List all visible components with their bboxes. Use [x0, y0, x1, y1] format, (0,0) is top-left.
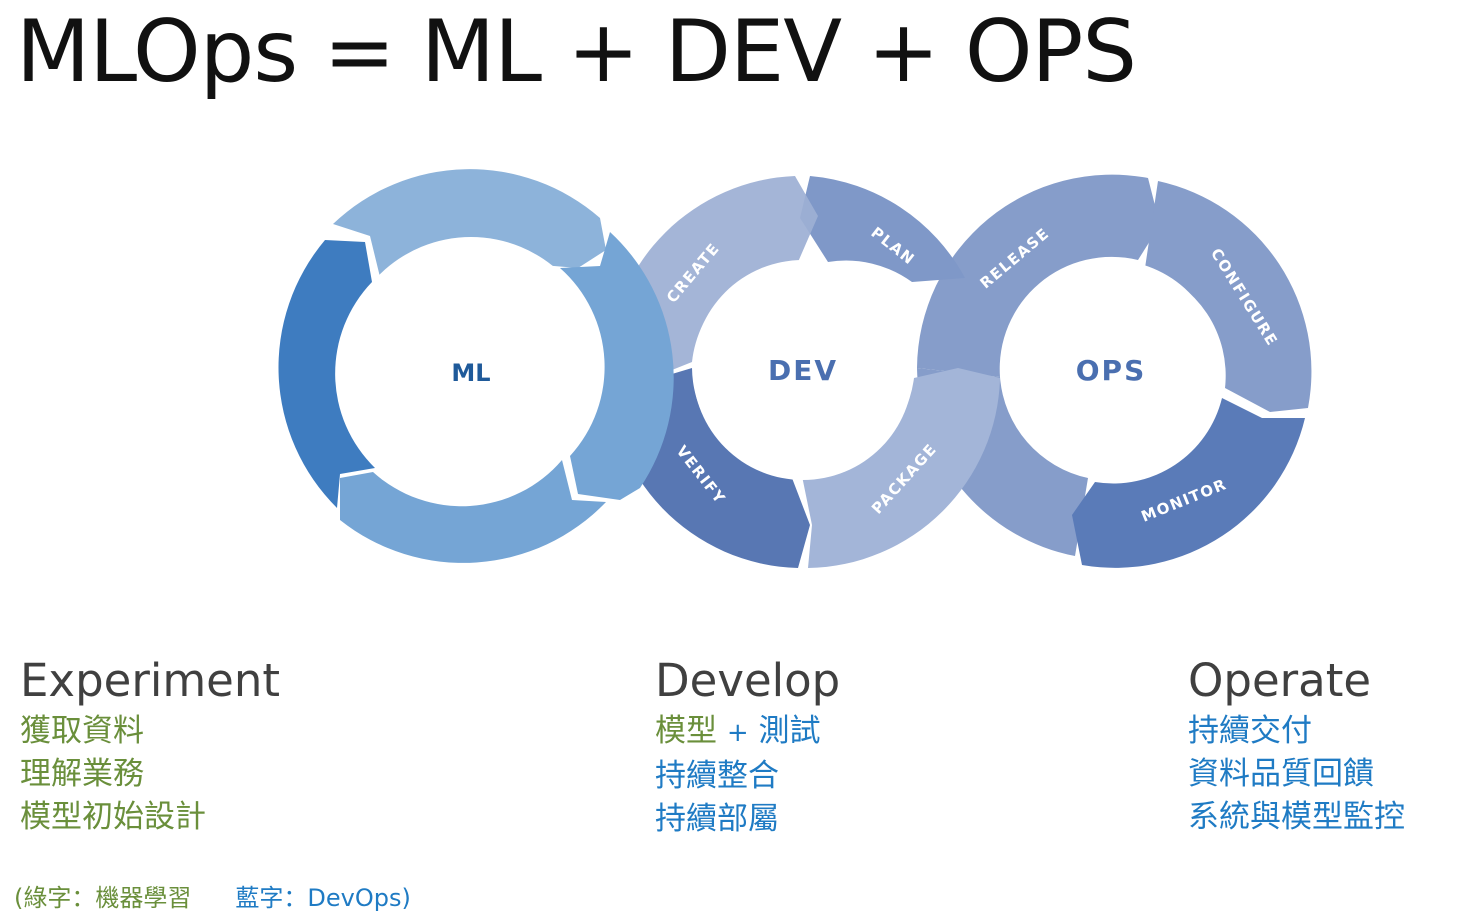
operate-item: 持續交付 — [1188, 713, 1312, 749]
operate-column: Operate 持續交付 資料品質回饋 系統與模型監控 — [1188, 652, 1405, 839]
ops-segment-release — [917, 174, 1160, 377]
ml-segment-top — [333, 169, 606, 277]
page-title: MLOps = ML + DEV + OPS — [16, 2, 1137, 102]
ml-center — [341, 237, 601, 497]
note-green-part: (綠字：機器學習 — [14, 884, 192, 912]
ml-segment-bottom — [340, 460, 606, 563]
develop-column: Develop 模型 + 測試 持續整合 持續部屬 — [655, 652, 840, 841]
ops-segment-monitor — [1072, 398, 1305, 568]
ops-center — [1001, 260, 1221, 480]
dev-center — [693, 260, 913, 480]
color-legend-note: (綠字：機器學習 藍字：DevOps) — [14, 878, 411, 913]
experiment-heading: Experiment — [20, 654, 281, 707]
ops-ring — [917, 174, 1312, 568]
develop-item: 持續整合 — [655, 758, 779, 794]
operate-item: 資料品質回饋 — [1188, 756, 1374, 792]
ml-label: ML — [451, 359, 490, 387]
ml-ring — [278, 169, 674, 563]
dev-label: DEV — [768, 354, 838, 387]
ml-segment-right — [560, 232, 674, 500]
ml-segment-left — [278, 240, 375, 508]
note-blue-part: 藍字：DevOps) — [235, 884, 411, 912]
model-text: 模型 — [655, 713, 717, 749]
experiment-item: 理解業務 — [20, 756, 144, 792]
ops-segment-configure — [1145, 181, 1312, 412]
dev-segment-plan — [800, 176, 965, 282]
test-text: 測試 — [758, 713, 821, 749]
plus-text: + — [726, 718, 749, 748]
develop-item: 模型 + 測試 — [655, 710, 840, 755]
operate-heading: Operate — [1188, 654, 1372, 707]
experiment-item: 獲取資料 — [20, 713, 144, 749]
ops-label: OPS — [1076, 354, 1147, 387]
develop-heading: Develop — [655, 654, 841, 707]
dev-segment-package — [802, 368, 1000, 568]
experiment-column: Experiment 獲取資料 理解業務 模型初始設計 — [20, 652, 280, 839]
experiment-item: 模型初始設計 — [20, 799, 206, 835]
operate-item: 系統與模型監控 — [1188, 799, 1405, 835]
develop-item: 持續部屬 — [655, 801, 779, 837]
